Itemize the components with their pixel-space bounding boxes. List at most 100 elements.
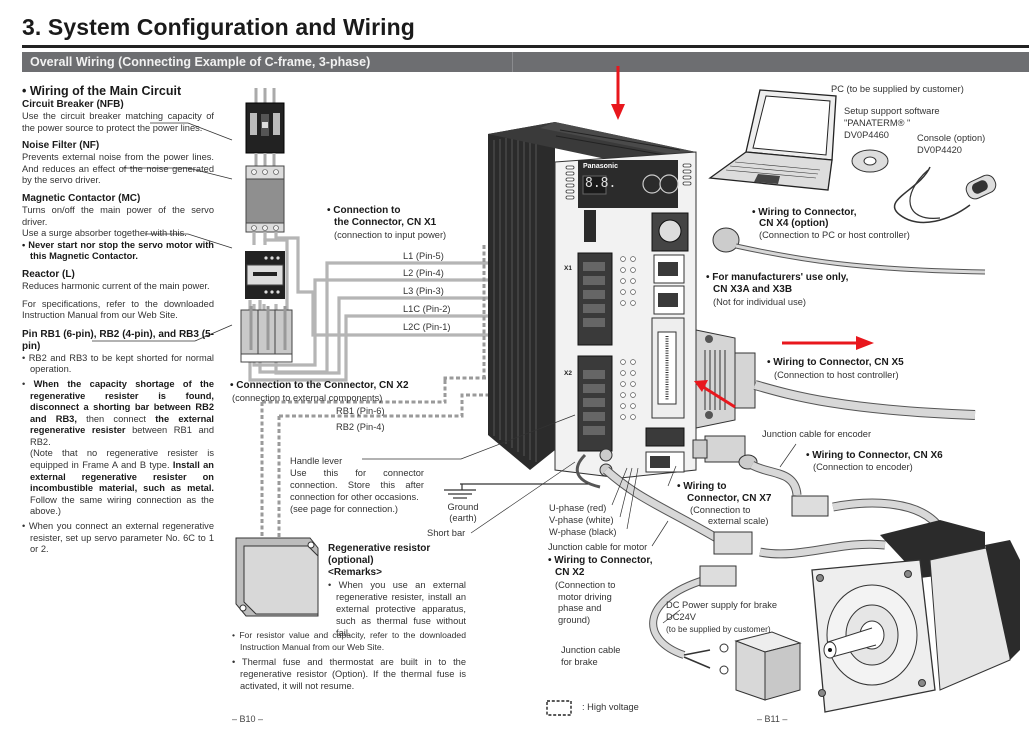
page-title: 3. System Configuration and Wiring	[22, 14, 415, 40]
brake-supply-title: DC Power supply for brake	[666, 600, 778, 610]
leader-lines	[92, 122, 233, 342]
cn-x1-pin-l1: L1 (Pin-5)	[403, 251, 444, 261]
pin-rb-note-bold: Install an external regenerative resiste…	[30, 460, 214, 494]
ground-label-1: Ground	[447, 502, 479, 512]
cn-x2-motor-subtitle: (Connection to motor driving phase and g…	[555, 580, 615, 626]
short-bar-label: Short bar	[427, 528, 466, 538]
reactor-title: Reactor (L)	[22, 268, 75, 280]
regen-resistor-icon	[235, 537, 319, 617]
cn-x2-motor-sub-3: phase and	[558, 603, 602, 613]
cn-x7-title-1: • Wiring to	[677, 481, 727, 492]
cn-x2-pin-rb1: RB1 (Pin-6)	[336, 406, 385, 416]
main-circuit-heading: • Wiring of the Main Circuit	[22, 84, 182, 98]
motor-cable-label: Junction cable for motor	[548, 542, 648, 552]
cn-x5-subtitle: (Connection to host controller)	[774, 370, 899, 380]
cn-x6-subtitle: (Connection to encoder)	[813, 462, 913, 472]
driver-brand-logo: Panasonic	[583, 163, 619, 170]
regen-bullet-3: • Thermal fuse and thermostat are built …	[232, 657, 467, 691]
cn-x2-ext-subtitle: (connection to external components)	[232, 393, 383, 403]
magnetic-contactor-desc: Turns on/off the main power of the servo…	[22, 204, 214, 227]
cn-x4-title-1: • Wiring to Connector,	[752, 207, 857, 218]
pin-rb-bullet-3: • When you connect an external regenerat…	[22, 521, 214, 555]
red-arrow-down-icon	[611, 66, 625, 120]
brake-terminal-icon	[719, 643, 729, 653]
pin-rb-title: Pin RB1 (6-pin), RB2 (4-pin), and RB3 (5…	[22, 328, 214, 352]
regen-resistor-notes: • When you use an external regenerative …	[240, 579, 466, 639]
high-voltage-legend-icon	[546, 700, 572, 716]
cn-x7-subtitle-2: external scale)	[708, 516, 769, 526]
cn-x5-title: • Wiring to Connector, CN X5	[767, 357, 904, 368]
v-phase-label: V-phase (white)	[549, 515, 614, 525]
regen-resistor-title-2: (optional)	[328, 555, 374, 566]
pin-rb-bullet-1: • RB2 and RB3 to be kept shorted for nor…	[22, 352, 214, 375]
host-connector-icon	[695, 329, 976, 429]
page-number-right: – B11 –	[757, 714, 788, 724]
console-part-number: DV0P4420	[917, 145, 962, 155]
encoder-junction-connector	[791, 495, 829, 517]
software-label-2: "PANATERM® "	[844, 118, 911, 128]
regen-resistor-notes-2: • For resistor value and capacity, refer…	[232, 630, 466, 692]
software-label-1: Setup support software	[844, 106, 940, 116]
cn-x4-subtitle: (Connection to PC or host controller)	[759, 230, 910, 240]
console-label: Console (option)	[917, 133, 986, 143]
brake-power-supply-icon	[734, 631, 802, 701]
regen-resistor-remarks: <Remarks>	[328, 567, 382, 578]
cn-x2-motor-sub-4: ground)	[558, 614, 591, 625]
pin-rb-bullet-2-text: then connect	[76, 413, 156, 424]
motor-cable	[575, 453, 886, 559]
page-number-left: – B10 –	[232, 714, 264, 724]
brake-cable-label-2: for brake	[561, 657, 598, 667]
console-icon	[893, 166, 997, 224]
ground-label: Ground (earth)	[441, 502, 485, 524]
cn-x6-title: • Wiring to Connector, CN X6	[806, 450, 943, 461]
pin-rb-bullet-2: • When the capacity shortage of the rege…	[22, 378, 215, 447]
servo-motor-icon	[811, 520, 1020, 713]
servo-driver-icon	[488, 122, 697, 479]
circuit-breaker-icon	[245, 102, 285, 154]
pin-rb-bullet-2-bold2: the external regenerative resister	[30, 413, 215, 436]
handle-lever-title: Handle lever	[290, 456, 343, 466]
reactor-icon	[240, 306, 293, 363]
section-banner	[22, 52, 1029, 72]
regen-bullet-2-text: For resistor value and capacity, refer t…	[239, 630, 466, 652]
cn-x2-pin-rb2: RB2 (Pin-4)	[336, 422, 385, 432]
cn-x2-motor-title-1: • Wiring to Connector,	[548, 555, 653, 566]
motor-junction-connector	[713, 531, 753, 555]
laptop-icon	[708, 89, 837, 191]
brake-supply-note: (to be supplied by customer)	[666, 624, 771, 634]
pin-rb-note-text: (Note that no regenerative resister is e…	[30, 448, 214, 471]
reactor-desc: Reduces harmonic current of the main pow…	[22, 280, 210, 291]
red-arrow-diagonal-icon	[694, 380, 736, 409]
ground-icon	[444, 483, 588, 499]
cn-x2-motor-sub-1: (Connection to	[555, 580, 616, 590]
pin-rb-bullet-3-text: When you connect an external regenerativ…	[28, 521, 214, 555]
cn-x3-subtitle: (Not for individual use)	[713, 297, 807, 307]
red-arrow-right-icon	[782, 336, 874, 350]
pc-cable-icon	[712, 227, 986, 275]
handle-lever-note: Handle lever Use this for connector conn…	[290, 455, 424, 515]
magnetic-contactor-icon	[245, 251, 285, 299]
brake-cable-label-1: Junction cable	[561, 645, 621, 655]
software-part-number: DV0P4460	[844, 130, 889, 140]
title-rule	[22, 45, 1029, 48]
driver-port-x1: X1	[564, 265, 572, 272]
input-lines	[254, 88, 276, 104]
brake-supply-voltage: DC24V	[666, 612, 696, 622]
main-circuit-section: • Wiring of the Main Circuit Circuit Bre…	[22, 84, 214, 556]
regen-resistor-title-1: Regenerative resistor	[328, 543, 431, 554]
cn-x1-subtitle: (connection to input power)	[334, 230, 447, 240]
encoder-connector-icon	[692, 435, 758, 470]
pin-rb-bullet-2-bold: When the capacity shortage of the regene…	[30, 378, 214, 424]
cn-x1-pin-l1c: L1C (Pin-2)	[403, 304, 451, 314]
banner-divider	[512, 52, 513, 72]
label-leaders	[362, 414, 797, 624]
u-phase-label: U-phase (red)	[549, 503, 607, 513]
noise-filter-desc: Prevents external noise from the power l…	[22, 152, 214, 186]
pin-rb-note: (Note that no regenerative resister is e…	[22, 448, 214, 518]
cn-x1-title-2: the Connector, CN X1	[334, 217, 437, 228]
cn-x4-title-2: CN X4 (option)	[759, 218, 829, 229]
pin-rb-note-end: Follow the same wiring connection as the…	[30, 494, 214, 517]
magnetic-contactor-warning: • Never start nor stop the servo motor w…	[22, 239, 214, 262]
regen-bullet-1-text: When you use an external regenerative re…	[336, 580, 466, 638]
circuit-breaker-title: Circuit Breaker (NFB)	[22, 99, 124, 110]
